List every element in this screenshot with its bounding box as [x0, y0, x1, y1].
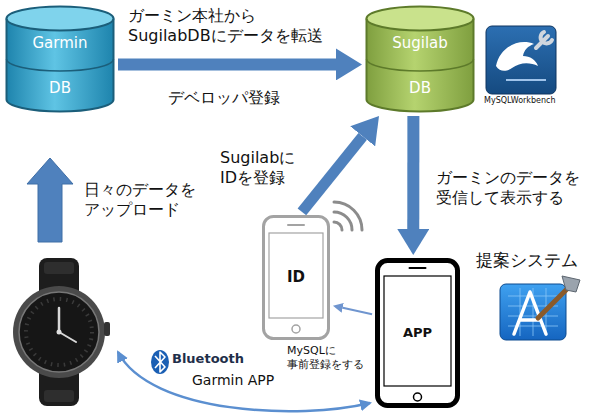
bluetooth-logo [151, 350, 169, 374]
phone-body [264, 217, 329, 339]
database-cylinder: SugilabDB [365, 5, 475, 113]
watch-hand [59, 332, 76, 342]
icon-caption: MySQLWorkbench [484, 96, 556, 106]
flow-arrow [118, 58, 336, 70]
logo-oval [151, 350, 169, 374]
watch-hand [58, 308, 61, 332]
note-text: デベロッパ登録 [168, 88, 280, 108]
id-phone: ID [262, 215, 330, 340]
wave [334, 202, 362, 230]
phone-button [292, 325, 300, 333]
phone-speaker [288, 224, 304, 226]
icon-tile [486, 26, 556, 94]
cylinder-shape [5, 5, 115, 113]
screen-label: ID [287, 269, 305, 286]
db-label: Garmin [32, 35, 87, 52]
watch-crown [104, 322, 110, 336]
phone-body [378, 261, 458, 406]
phone-screen [384, 276, 451, 386]
watch-band-detail [44, 390, 74, 402]
screen-label: APP [403, 326, 432, 341]
note-text: 日々のデータを アップロード [84, 180, 196, 220]
watch-band-detail [44, 262, 74, 274]
system-label: 提案システム [476, 250, 578, 271]
edge-label: ガーミンのデータを 受信して表示する [436, 168, 580, 208]
cylinder-ring [367, 59, 474, 71]
hammer-head [562, 276, 580, 292]
thin-arrow [343, 308, 372, 315]
watch-hub [57, 330, 62, 335]
watch-ticks [26, 299, 92, 365]
db-label: Sugilab [392, 35, 448, 52]
wrench [536, 32, 552, 48]
wave [334, 222, 342, 230]
db-label: DB [49, 80, 71, 97]
cylinder-shape [365, 5, 475, 113]
phone-speaker [410, 267, 426, 269]
phone-screen [269, 233, 323, 318]
blueprint-grid [508, 288, 558, 336]
cylinder-body [367, 19, 474, 112]
icon-tile [500, 284, 566, 340]
app-label: Garmin APP [190, 372, 276, 390]
database-cylinder: GarminDB [5, 5, 115, 113]
logo-rune [155, 352, 165, 372]
smartwatch [13, 258, 110, 406]
upload-arrow [27, 158, 73, 242]
edge-label: ガーミン本社から SugilabDBにデータを転送 [128, 6, 323, 46]
watch-bezel [13, 286, 105, 378]
xcode-icon [500, 276, 580, 340]
app-phone: APP [375, 258, 460, 408]
phone-button [414, 393, 422, 401]
edge-label: MySQLに 事前登録をする [287, 344, 364, 372]
cylinder-ring [7, 59, 114, 71]
cylinder-top [7, 7, 114, 31]
cylinder-body [7, 19, 114, 112]
edge-label: Sugilabに IDを登録 [220, 148, 295, 188]
flow-arrow [302, 136, 363, 212]
mysql-workbench-icon [486, 26, 556, 94]
wireless-waves [334, 202, 362, 230]
dolphin [496, 42, 538, 71]
icon-line [506, 79, 546, 81]
db-label: DB [409, 80, 431, 97]
flow-arrow [407, 116, 419, 229]
logo-text: Bluetooth [172, 351, 244, 367]
cylinder-top [367, 7, 474, 31]
watch-face [19, 292, 99, 372]
wave [334, 212, 352, 230]
